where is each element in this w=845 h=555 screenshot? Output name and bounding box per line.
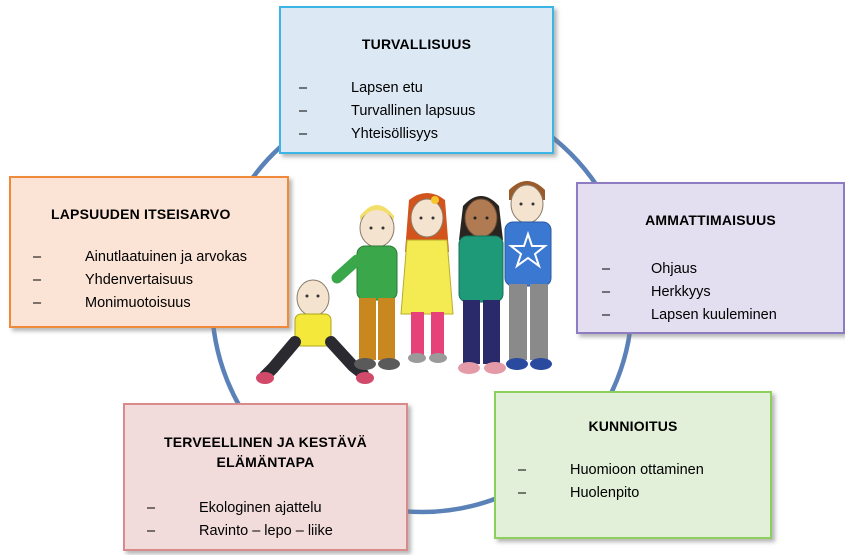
child-teal-shirt [458, 196, 506, 374]
list-item: –Lapsen kuuleminen [602, 307, 777, 323]
list-item: –Yhdenvertaisuus [33, 272, 194, 288]
item-list: –Ainutlaatuinen ja arvokas –Yhdenvertais… [33, 246, 247, 315]
box-title: TURVALLISUUS [361, 36, 472, 52]
box-terveellinen: TERVEELLINEN JA KESTÄVÄ ELÄMÄNTAPA –Ekol… [123, 403, 408, 551]
list-item: –Ainutlaatuinen ja arvokas [33, 249, 248, 265]
box-title: LAPSUUDEN ITSEISARVO [51, 206, 231, 222]
box-title: TERVEELLINEN JA KESTÄVÄ ELÄMÄNTAPA [125, 432, 406, 472]
item-list: –Huomioon ottaminen –Huolenpito [518, 459, 704, 505]
box-title-line2: ELÄMÄNTAPA [216, 454, 315, 470]
list-item: –Yhteisöllisyys [299, 126, 439, 142]
box-title: AMMATTIMAISUUS [645, 212, 776, 228]
list-item: –Huomioon ottaminen [518, 462, 704, 478]
list-item: –Turvallinen lapsuus [299, 103, 476, 119]
box-title: KUNNIOITUS [588, 418, 678, 434]
child-sitting [256, 279, 374, 384]
item-list: –Lapsen etu –Turvallinen lapsuus –Yhteis… [299, 77, 475, 146]
box-title-line1: TERVEELLINEN JA KESTÄVÄ [164, 434, 367, 450]
box-itseisarvo: LAPSUUDEN ITSEISARVO –Ainutlaatuinen ja … [9, 176, 289, 328]
child-green-shirt [331, 205, 400, 370]
list-item: –Ekologinen ajattelu [147, 500, 322, 516]
list-item: –Herkkyys [602, 284, 711, 300]
box-turvallisuus: TURVALLISUUS –Lapsen etu –Turvallinen la… [279, 6, 554, 154]
children-illustration [256, 181, 552, 384]
box-kunnioitus: KUNNIOITUS –Huomioon ottaminen –Huolenpi… [494, 391, 772, 539]
list-item: –Monimuotoisuus [33, 295, 191, 311]
item-list: –Ohjaus –Herkkyys –Lapsen kuuleminen [602, 258, 777, 327]
list-item: –Ohjaus [602, 261, 697, 277]
list-item: –Ravinto – lepo – liike [147, 523, 333, 539]
box-ammattimaisuus: AMMATTIMAISUUS –Ohjaus –Herkkyys –Lapsen… [576, 182, 845, 334]
list-item: –Lapsen etu [299, 80, 423, 96]
child-star-shirt [504, 181, 552, 370]
child-yellow-dress [400, 193, 454, 363]
list-item: –Huolenpito [518, 485, 640, 501]
item-list: –Ekologinen ajattelu –Ravinto – lepo – l… [147, 497, 333, 543]
